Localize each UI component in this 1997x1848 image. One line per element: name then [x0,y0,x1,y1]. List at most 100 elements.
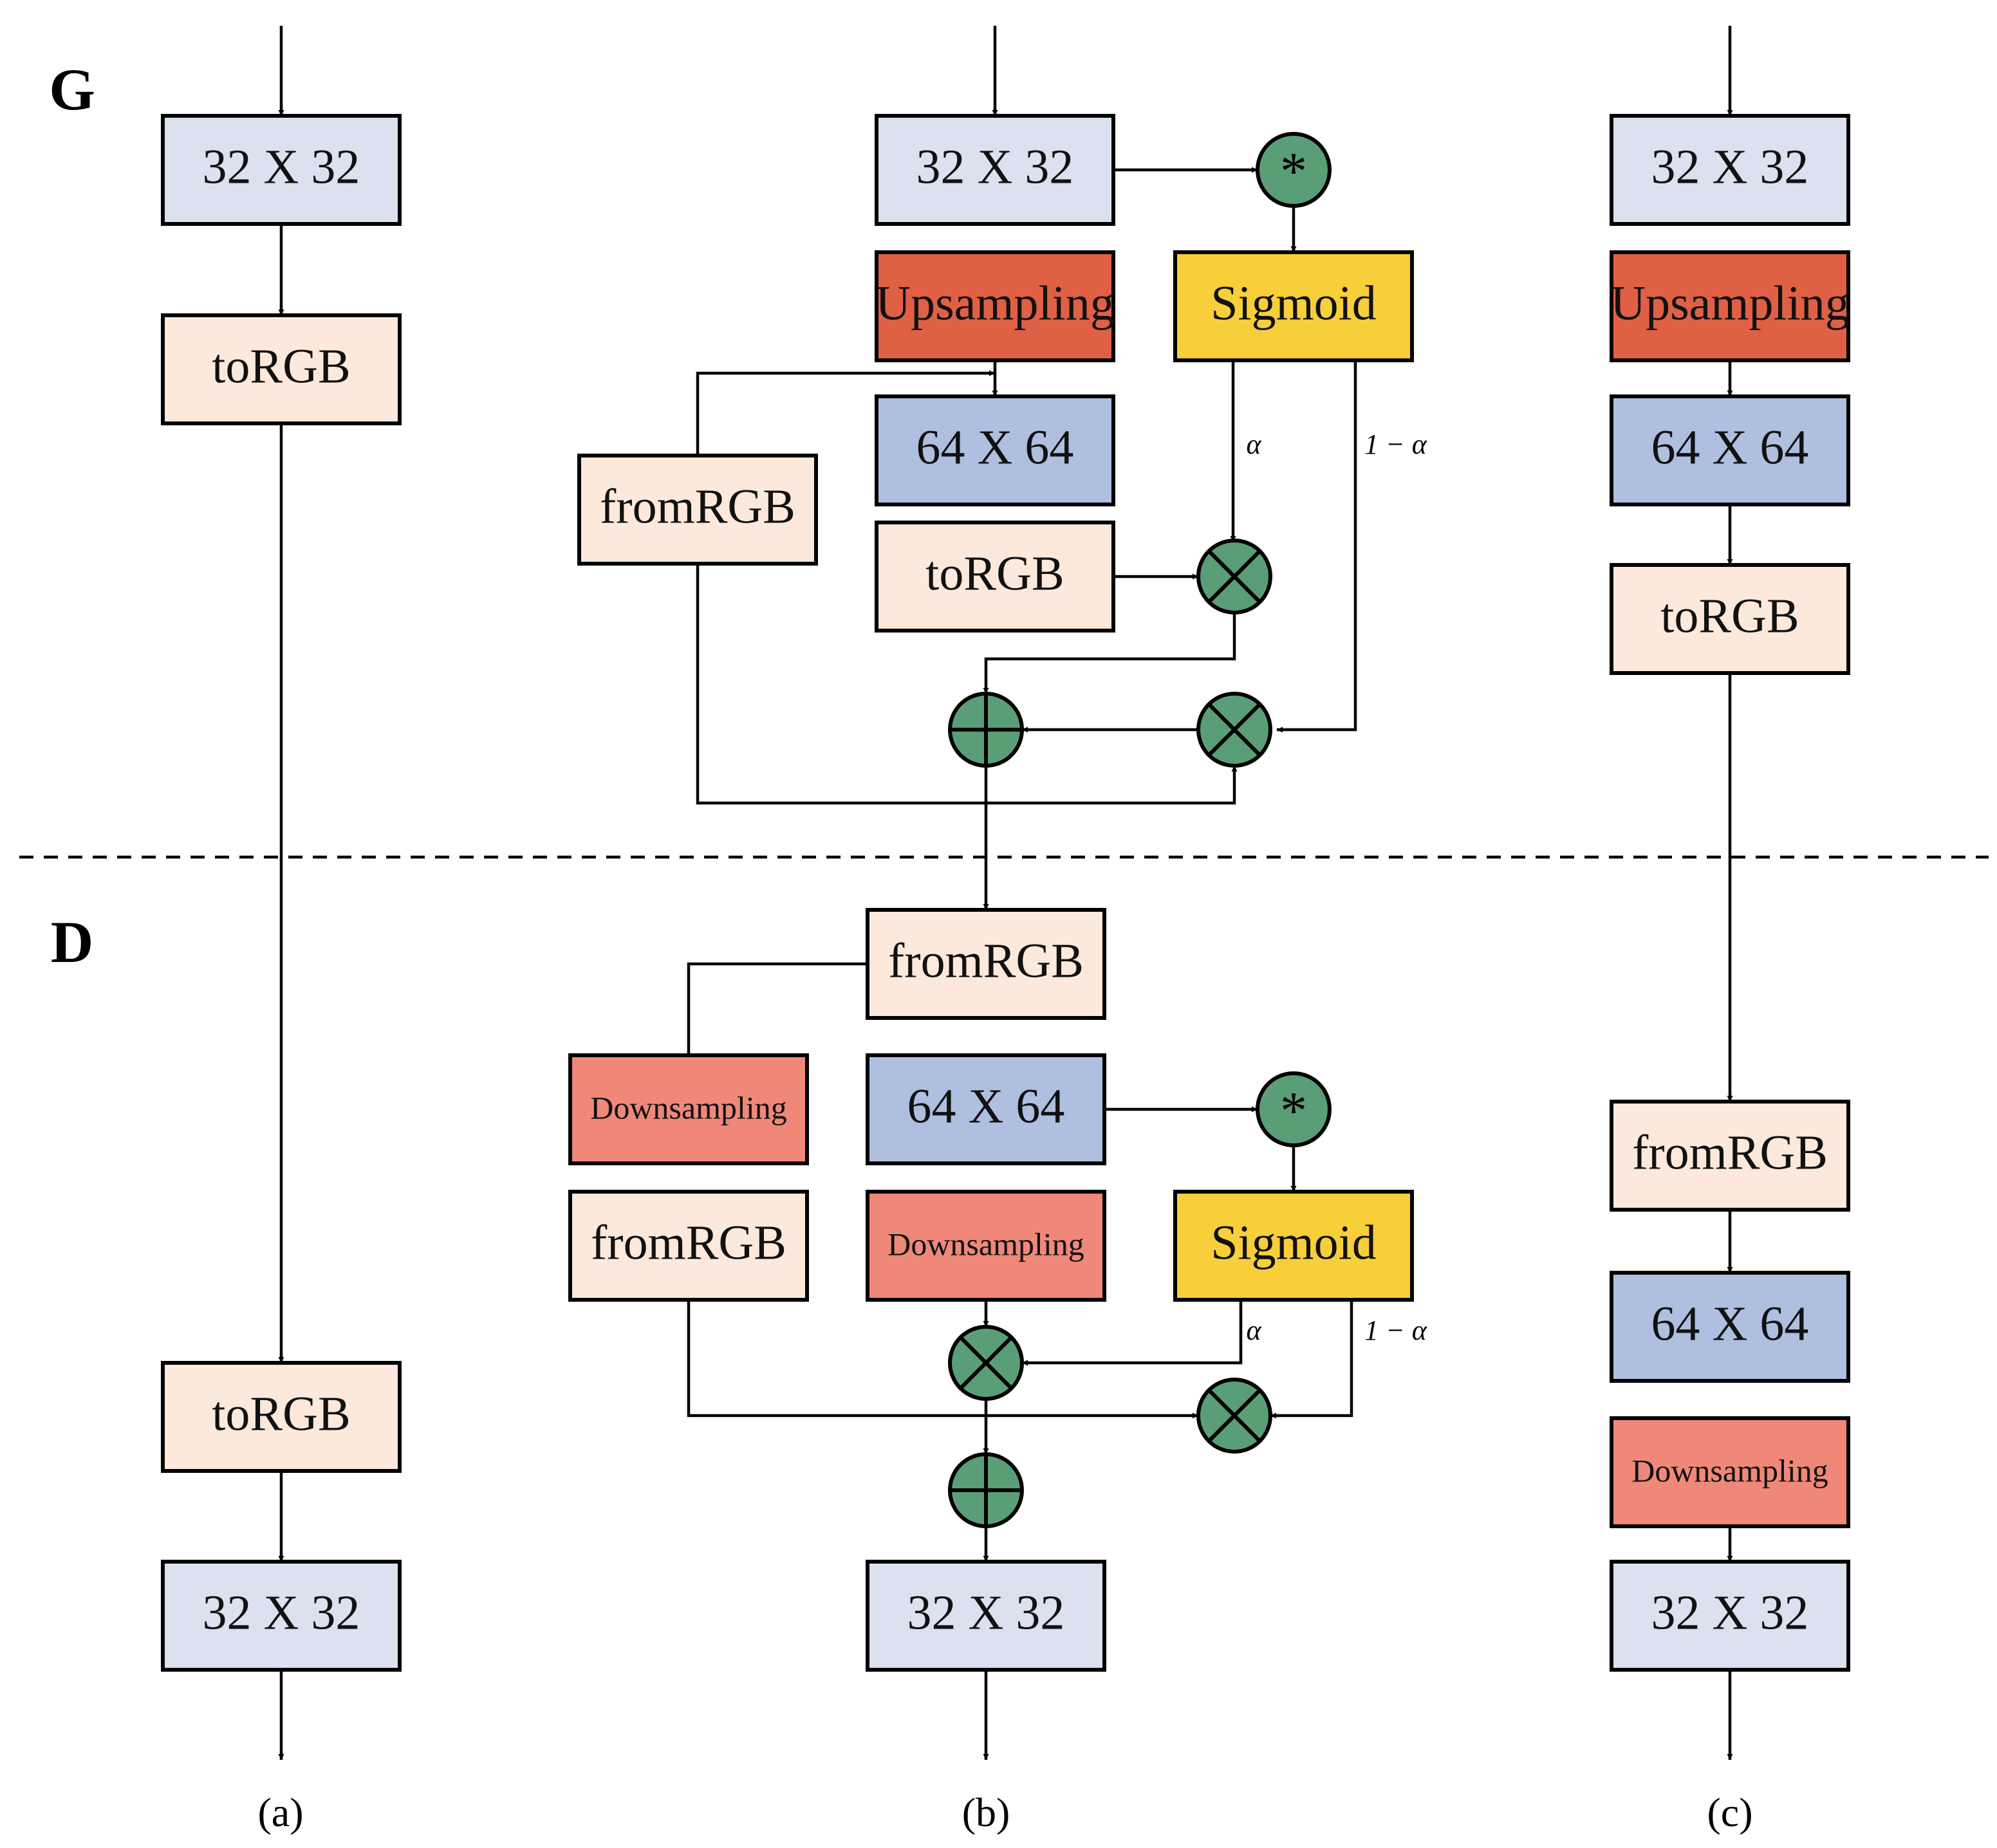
to-rgb-block-label: toRGB [1660,589,1799,643]
c-g-upsampling: Upsampling [1610,250,1850,362]
b-g-wire-mul-add [983,613,1236,694]
b-d-downsampling-left: Downsampling [568,1053,809,1165]
size-64-block-label: 64 X 64 [916,420,1074,474]
sigmoid-block-label: Sigmoid [1211,276,1377,330]
from-rgb-block-label: fromRGB [1632,1125,1828,1179]
discriminator-label: D [51,909,93,975]
b-g-wire-fromrgb-mul [696,564,1238,805]
upsampling-block-rect [1610,250,1850,362]
upsampling-block-label: Upsampling [1610,276,1850,330]
connection-wires [278,26,1733,1760]
a-g-32: 32 X 32 [161,114,402,226]
to-rgb-block-rect [875,521,1115,633]
to-rgb-block-label: toRGB [925,546,1064,600]
b-g-torgb: toRGB [875,521,1115,633]
panel-b-label: (b) [962,1789,1010,1835]
a-d-torgb: toRGB [161,1361,402,1473]
downsampling-block-rect [568,1053,809,1165]
sigmoid-block-rect [1173,250,1414,362]
size-64-block-rect [866,1053,1106,1165]
b-d-alpha-label: α [1246,1315,1261,1346]
c-g-torgb: toRGB [1610,563,1850,675]
panel-c-label: (c) [1707,1789,1752,1835]
b-g-wire-one-minus-alpha [1277,360,1357,733]
b-g-one-minus-alpha-label: 1 − α [1364,429,1427,460]
to-rgb-block-rect [1610,563,1850,675]
from-rgb-block-rect [1610,1100,1850,1212]
b-g-conv-op: * [1256,132,1332,208]
a-d-32: 32 X 32 [161,1560,402,1672]
upsampling-block-label: Upsampling [875,276,1115,330]
b-d-fromrgb-top: fromRGB [866,908,1106,1020]
size-32-block-label: 32 X 32 [907,1585,1065,1640]
b-d-add-op [948,1452,1024,1528]
c-d-fromrgb: fromRGB [1610,1100,1850,1212]
size-64-block-rect [1610,394,1850,506]
convolve-symbol: * [1280,1081,1307,1141]
b-d-64: 64 X 64 [866,1053,1106,1165]
from-rgb-block-rect [577,454,818,566]
size-32-block-rect [875,114,1115,226]
downsampling-block-label: Downsampling [887,1226,1084,1262]
b-d-wire-fromrgb-down [687,962,868,1055]
b-d-fromrgb-left: fromRGB [568,1190,809,1302]
b-d-wire-fromrgb-mul [687,1300,1198,1419]
to-rgb-block-rect [161,1361,402,1473]
sigmoid-block-label: Sigmoid [1211,1215,1377,1270]
circle-asterisk-icon [1256,1071,1332,1147]
b-d-one-minus-alpha-label: 1 − α [1364,1315,1427,1346]
b-d-mul-one-minus-op [1196,1378,1272,1454]
size-64-block-rect [875,394,1115,506]
b-d-sigmoid: Sigmoid [1173,1190,1414,1302]
downsampling-block-rect [866,1190,1106,1302]
blocks: 32 X 32 toRGB toRGB 32 X 32 32 X 32 Upsamplin… [161,114,1850,1672]
downsampling-block-rect [1610,1416,1850,1528]
b-g-sigmoid: Sigmoid [1173,250,1414,362]
b-d-wire-one-minus-alpha [1270,1300,1353,1419]
b-g-add-op [948,692,1024,768]
b-d-conv-op: * [1256,1071,1332,1147]
c-g-32: 32 X 32 [1610,114,1850,226]
convolve-symbol: * [1280,142,1307,201]
b-d-mul-alpha-op [948,1325,1024,1401]
b-g-wire-fromrgb-64 [696,370,995,456]
b-d-32: 32 X 32 [866,1560,1106,1672]
downsampling-block-label: Downsampling [1631,1452,1828,1488]
size-32-block-label: 32 X 32 [203,140,360,194]
a-g-torgb: toRGB [161,313,402,425]
c-d-32: 32 X 32 [1610,1560,1850,1672]
from-rgb-block-label: fromRGB [600,479,795,533]
size-64-block-label: 64 X 64 [1651,420,1809,474]
from-rgb-block-rect [568,1190,809,1302]
b-g-mul-alpha-op [1196,539,1272,614]
panel-a-label: (a) [257,1789,303,1835]
to-rgb-block-rect [161,313,402,425]
to-rgb-block-label: toRGB [212,1387,350,1441]
size-64-block-label: 64 X 64 [1651,1297,1809,1351]
b-g-fromrgb: fromRGB [577,454,818,566]
b-g-upsampling: Upsampling [875,250,1115,362]
circle-asterisk-icon [1256,132,1332,208]
size-32-block-rect [161,1560,402,1672]
size-32-block-rect [1610,1560,1850,1672]
c-d-downsampling: Downsampling [1610,1416,1850,1528]
b-g-mul-one-minus-op [1196,692,1272,768]
size-64-block-label: 64 X 64 [907,1079,1065,1133]
size-64-block-rect [1610,1271,1850,1383]
b-g-alpha-label: α [1246,429,1261,460]
operators: ** [948,132,1332,1528]
b-d-downsampling: Downsampling [866,1190,1106,1302]
size-32-block-label: 32 X 32 [1651,140,1809,194]
size-32-block-label: 32 X 32 [203,1585,360,1640]
b-g-32: 32 X 32 [875,114,1115,226]
size-32-block-rect [1610,114,1850,226]
sigmoid-block-rect [1173,1190,1414,1302]
c-g-64: 64 X 64 [1610,394,1850,506]
from-rgb-block-label: fromRGB [591,1215,786,1270]
size-32-block-label: 32 X 32 [916,140,1074,194]
b-g-64: 64 X 64 [875,394,1115,506]
size-32-block-rect [161,114,402,226]
upsampling-block-rect [875,250,1115,362]
